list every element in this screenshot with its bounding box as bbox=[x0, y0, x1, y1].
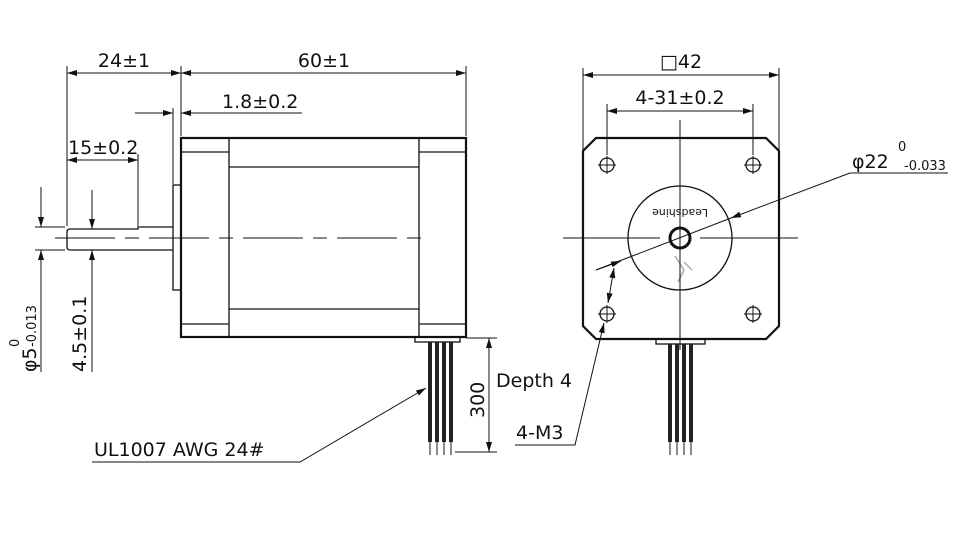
dim-lead-length: 300 bbox=[467, 382, 489, 418]
wire-spec-label: UL1007 AWG 24# bbox=[94, 439, 265, 461]
front-view: Leadshine □42 4-31±0.2 φ22 0 -0.033 4-M3 bbox=[515, 51, 948, 455]
mounting-holes bbox=[598, 156, 762, 323]
svg-text:φ22: φ22 bbox=[852, 151, 889, 173]
dim-flat-depth: 4.5±0.1 bbox=[69, 296, 91, 372]
shaft bbox=[66, 226, 173, 251]
svg-text:0: 0 bbox=[8, 339, 23, 347]
svg-text:0: 0 bbox=[898, 140, 906, 155]
dim-frame-size: □42 bbox=[660, 51, 702, 73]
hole-icon bbox=[744, 305, 762, 323]
dim-hole-spacing: 4-31±0.2 bbox=[635, 87, 724, 109]
svg-text:-0.033: -0.033 bbox=[904, 159, 946, 174]
hole-spec-label: 4-M3 bbox=[516, 422, 563, 444]
dim-flat-length: 15±0.2 bbox=[68, 137, 138, 159]
lead-wires-front bbox=[655, 338, 706, 455]
hole-icon bbox=[598, 305, 616, 323]
hole-icon bbox=[744, 156, 762, 174]
motor-flange bbox=[581, 136, 781, 341]
lead-wires bbox=[414, 336, 461, 455]
dim-shaft-length: 24±1 bbox=[98, 50, 150, 72]
depth-note: Depth 4 bbox=[496, 370, 572, 392]
side-view: 24±1 60±1 1.8±0.2 15±0.2 φ5 0 -0.013 4.5… bbox=[8, 50, 572, 463]
svg-text:-0.013: -0.013 bbox=[25, 305, 40, 347]
dim-body-length: 60±1 bbox=[298, 50, 350, 72]
dim-pilot-diameter: φ22 0 -0.033 bbox=[852, 140, 946, 174]
hole-icon bbox=[598, 156, 616, 174]
logo-icon bbox=[674, 255, 693, 283]
svg-text:φ5: φ5 bbox=[19, 347, 41, 372]
dim-shaft-diameter: φ5 0 -0.013 bbox=[8, 305, 41, 372]
dim-pilot-height: 1.8±0.2 bbox=[222, 91, 298, 113]
